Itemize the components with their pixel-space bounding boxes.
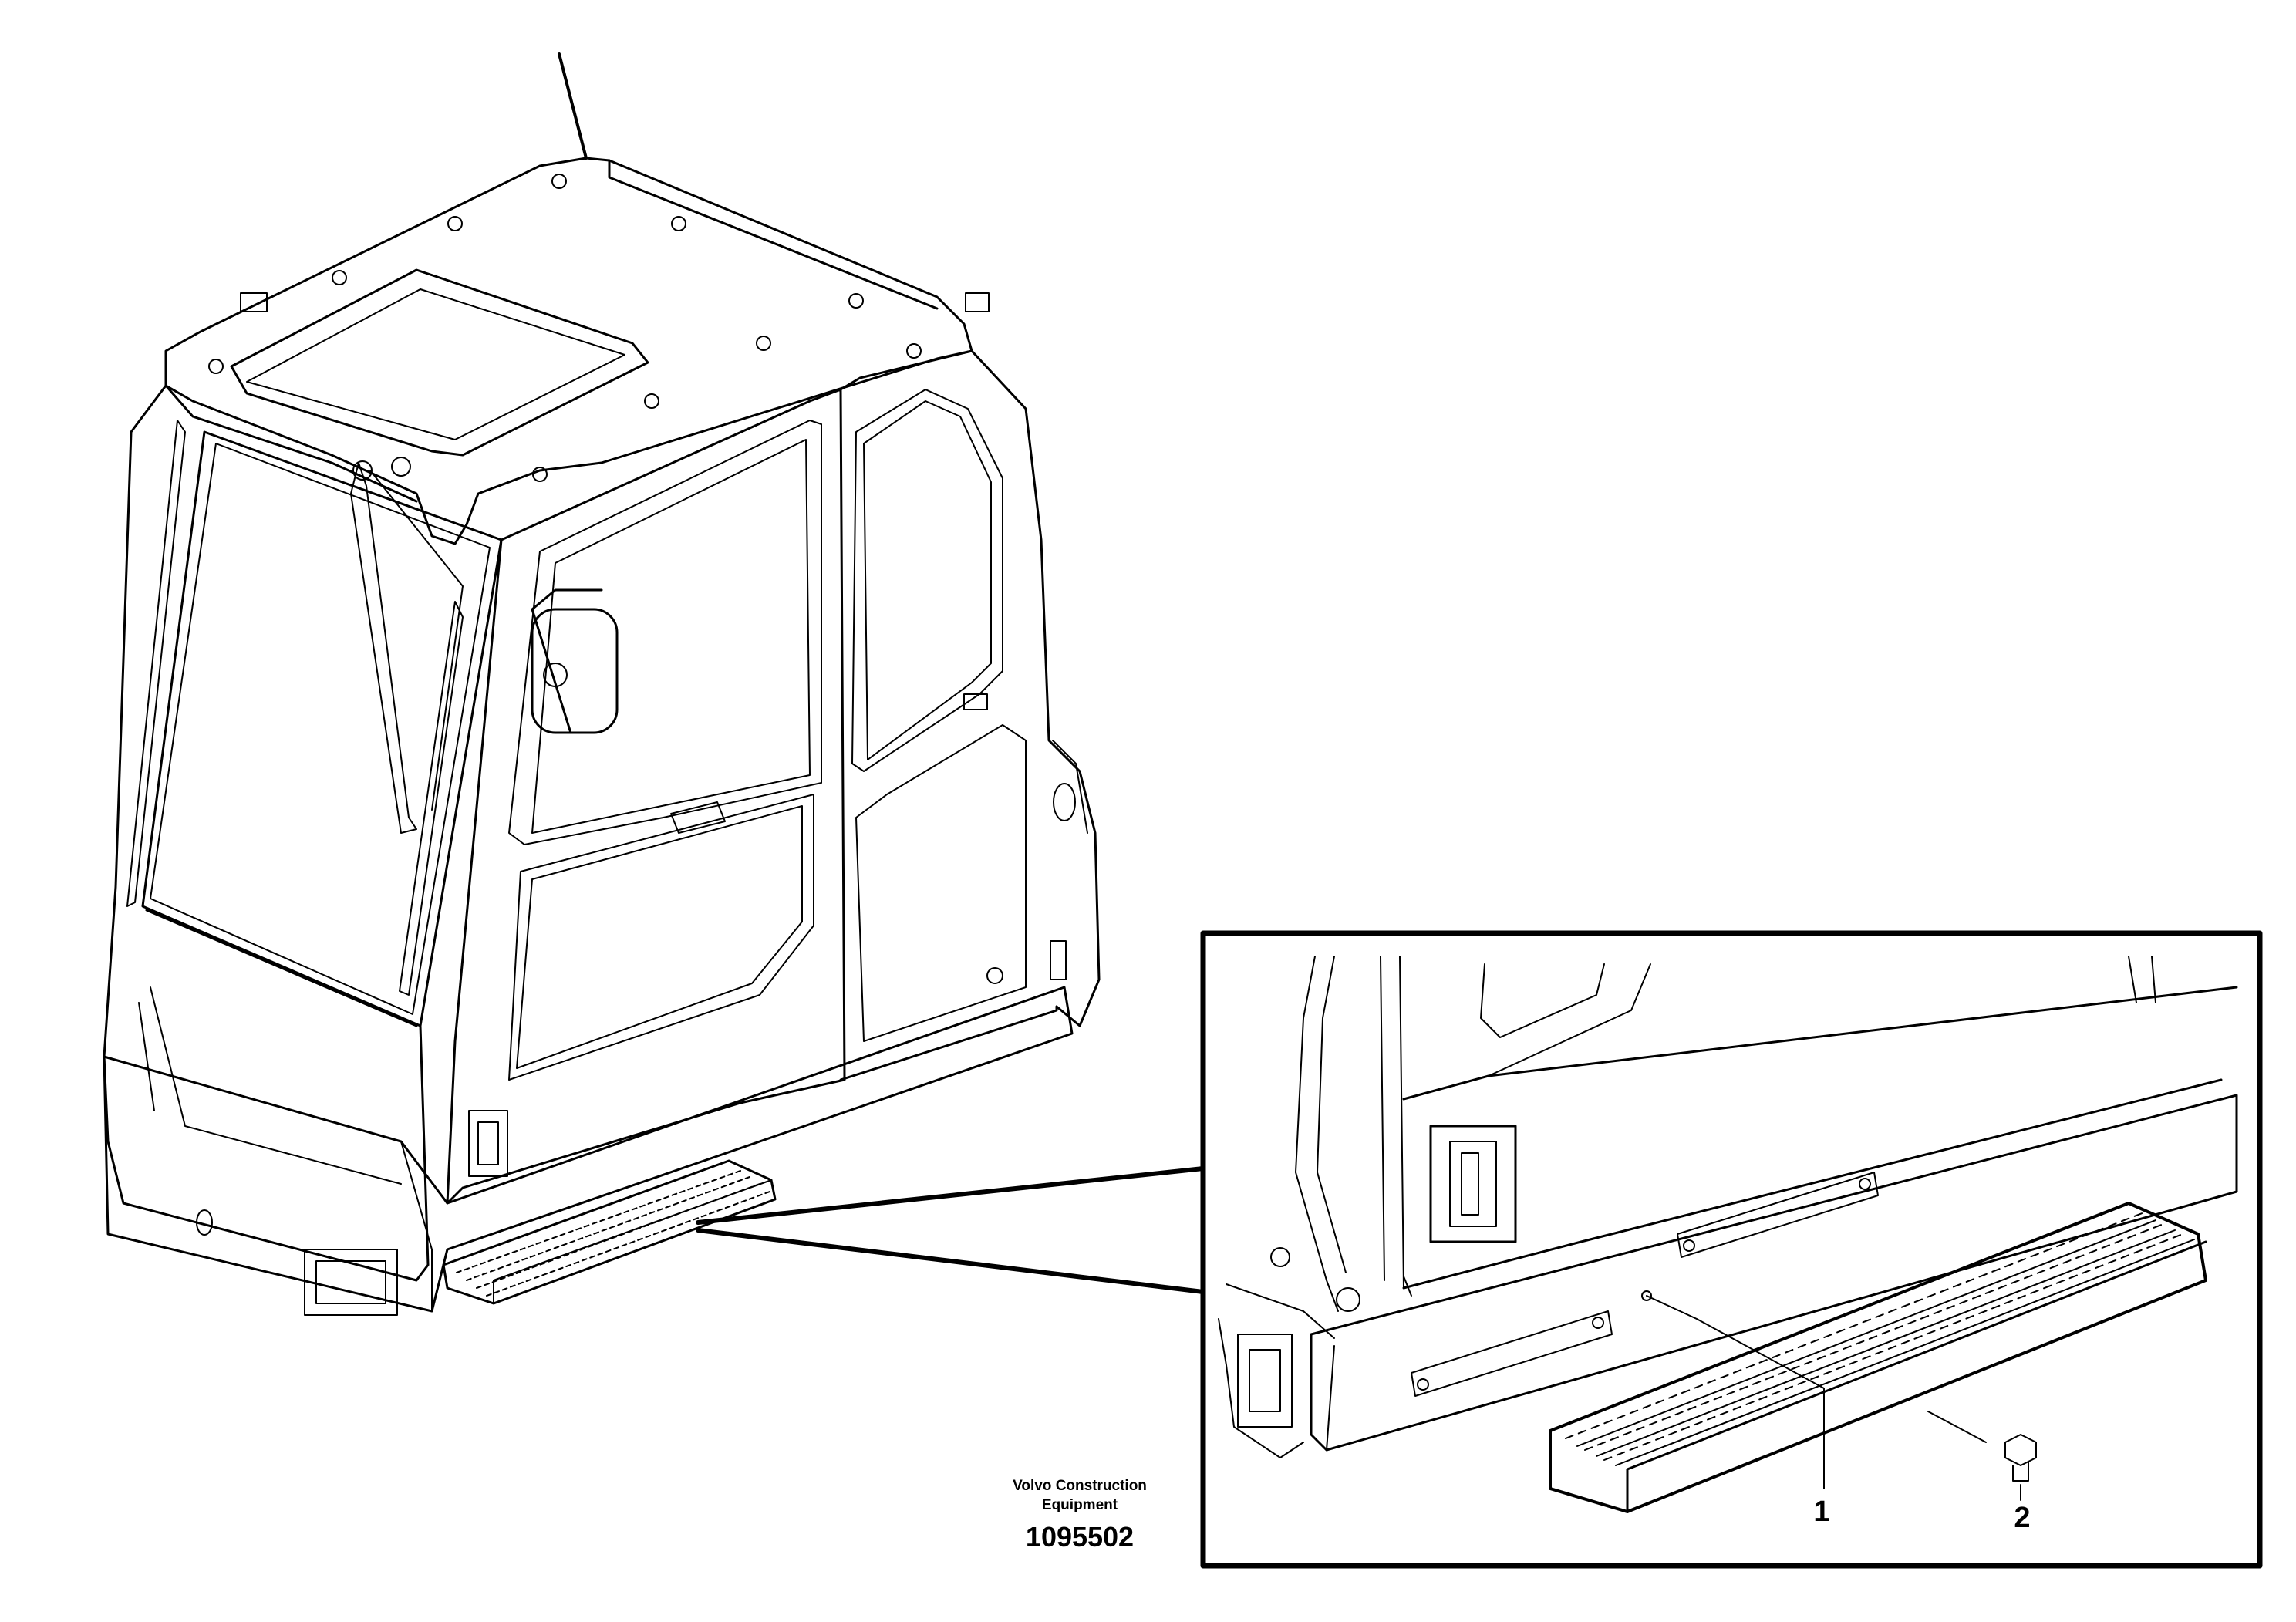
front-window bbox=[126, 420, 186, 907]
detail-leader-lower bbox=[696, 1228, 1205, 1294]
door-handle-detail bbox=[1429, 1125, 1517, 1243]
callout-1-leader bbox=[1646, 1295, 1825, 1489]
cab-base-beam bbox=[103, 986, 1074, 1313]
credit-line-2: Equipment bbox=[1042, 1497, 1118, 1513]
callout-1-label: 1 bbox=[1813, 1496, 1829, 1528]
wiper-arm bbox=[350, 462, 417, 834]
callout-2-label: 2 bbox=[2014, 1502, 2030, 1534]
step-mounting-brackets bbox=[1411, 1172, 1879, 1397]
roof-hatch bbox=[230, 268, 649, 457]
base-beam-detail bbox=[1310, 1094, 2238, 1452]
door-lower-panel bbox=[508, 794, 814, 1081]
antenna bbox=[558, 52, 588, 160]
mirror-arm bbox=[531, 588, 603, 734]
cab-overview bbox=[103, 52, 1101, 1316]
cab-rear-section bbox=[839, 349, 1101, 1081]
step-detail bbox=[1549, 1202, 2207, 1513]
cab-door bbox=[446, 388, 846, 1205]
detail-leader-upper bbox=[696, 1166, 1205, 1225]
side-mirror bbox=[531, 608, 619, 734]
credit-line-1: Volvo Construction bbox=[1013, 1478, 1147, 1494]
door-window bbox=[508, 420, 822, 845]
detail-inset-frame bbox=[1200, 930, 2263, 1569]
roof-bolts bbox=[208, 174, 922, 482]
bolt-item-2 bbox=[2004, 1434, 2037, 1482]
rear-window bbox=[851, 389, 1003, 772]
cab-roof bbox=[164, 157, 973, 545]
step-overview bbox=[442, 1159, 777, 1305]
cab-left-frame bbox=[103, 384, 430, 1282]
figure-number: 1095502 bbox=[1026, 1521, 1134, 1553]
door-handle bbox=[468, 1110, 508, 1177]
detail-view bbox=[1218, 956, 2238, 1513]
